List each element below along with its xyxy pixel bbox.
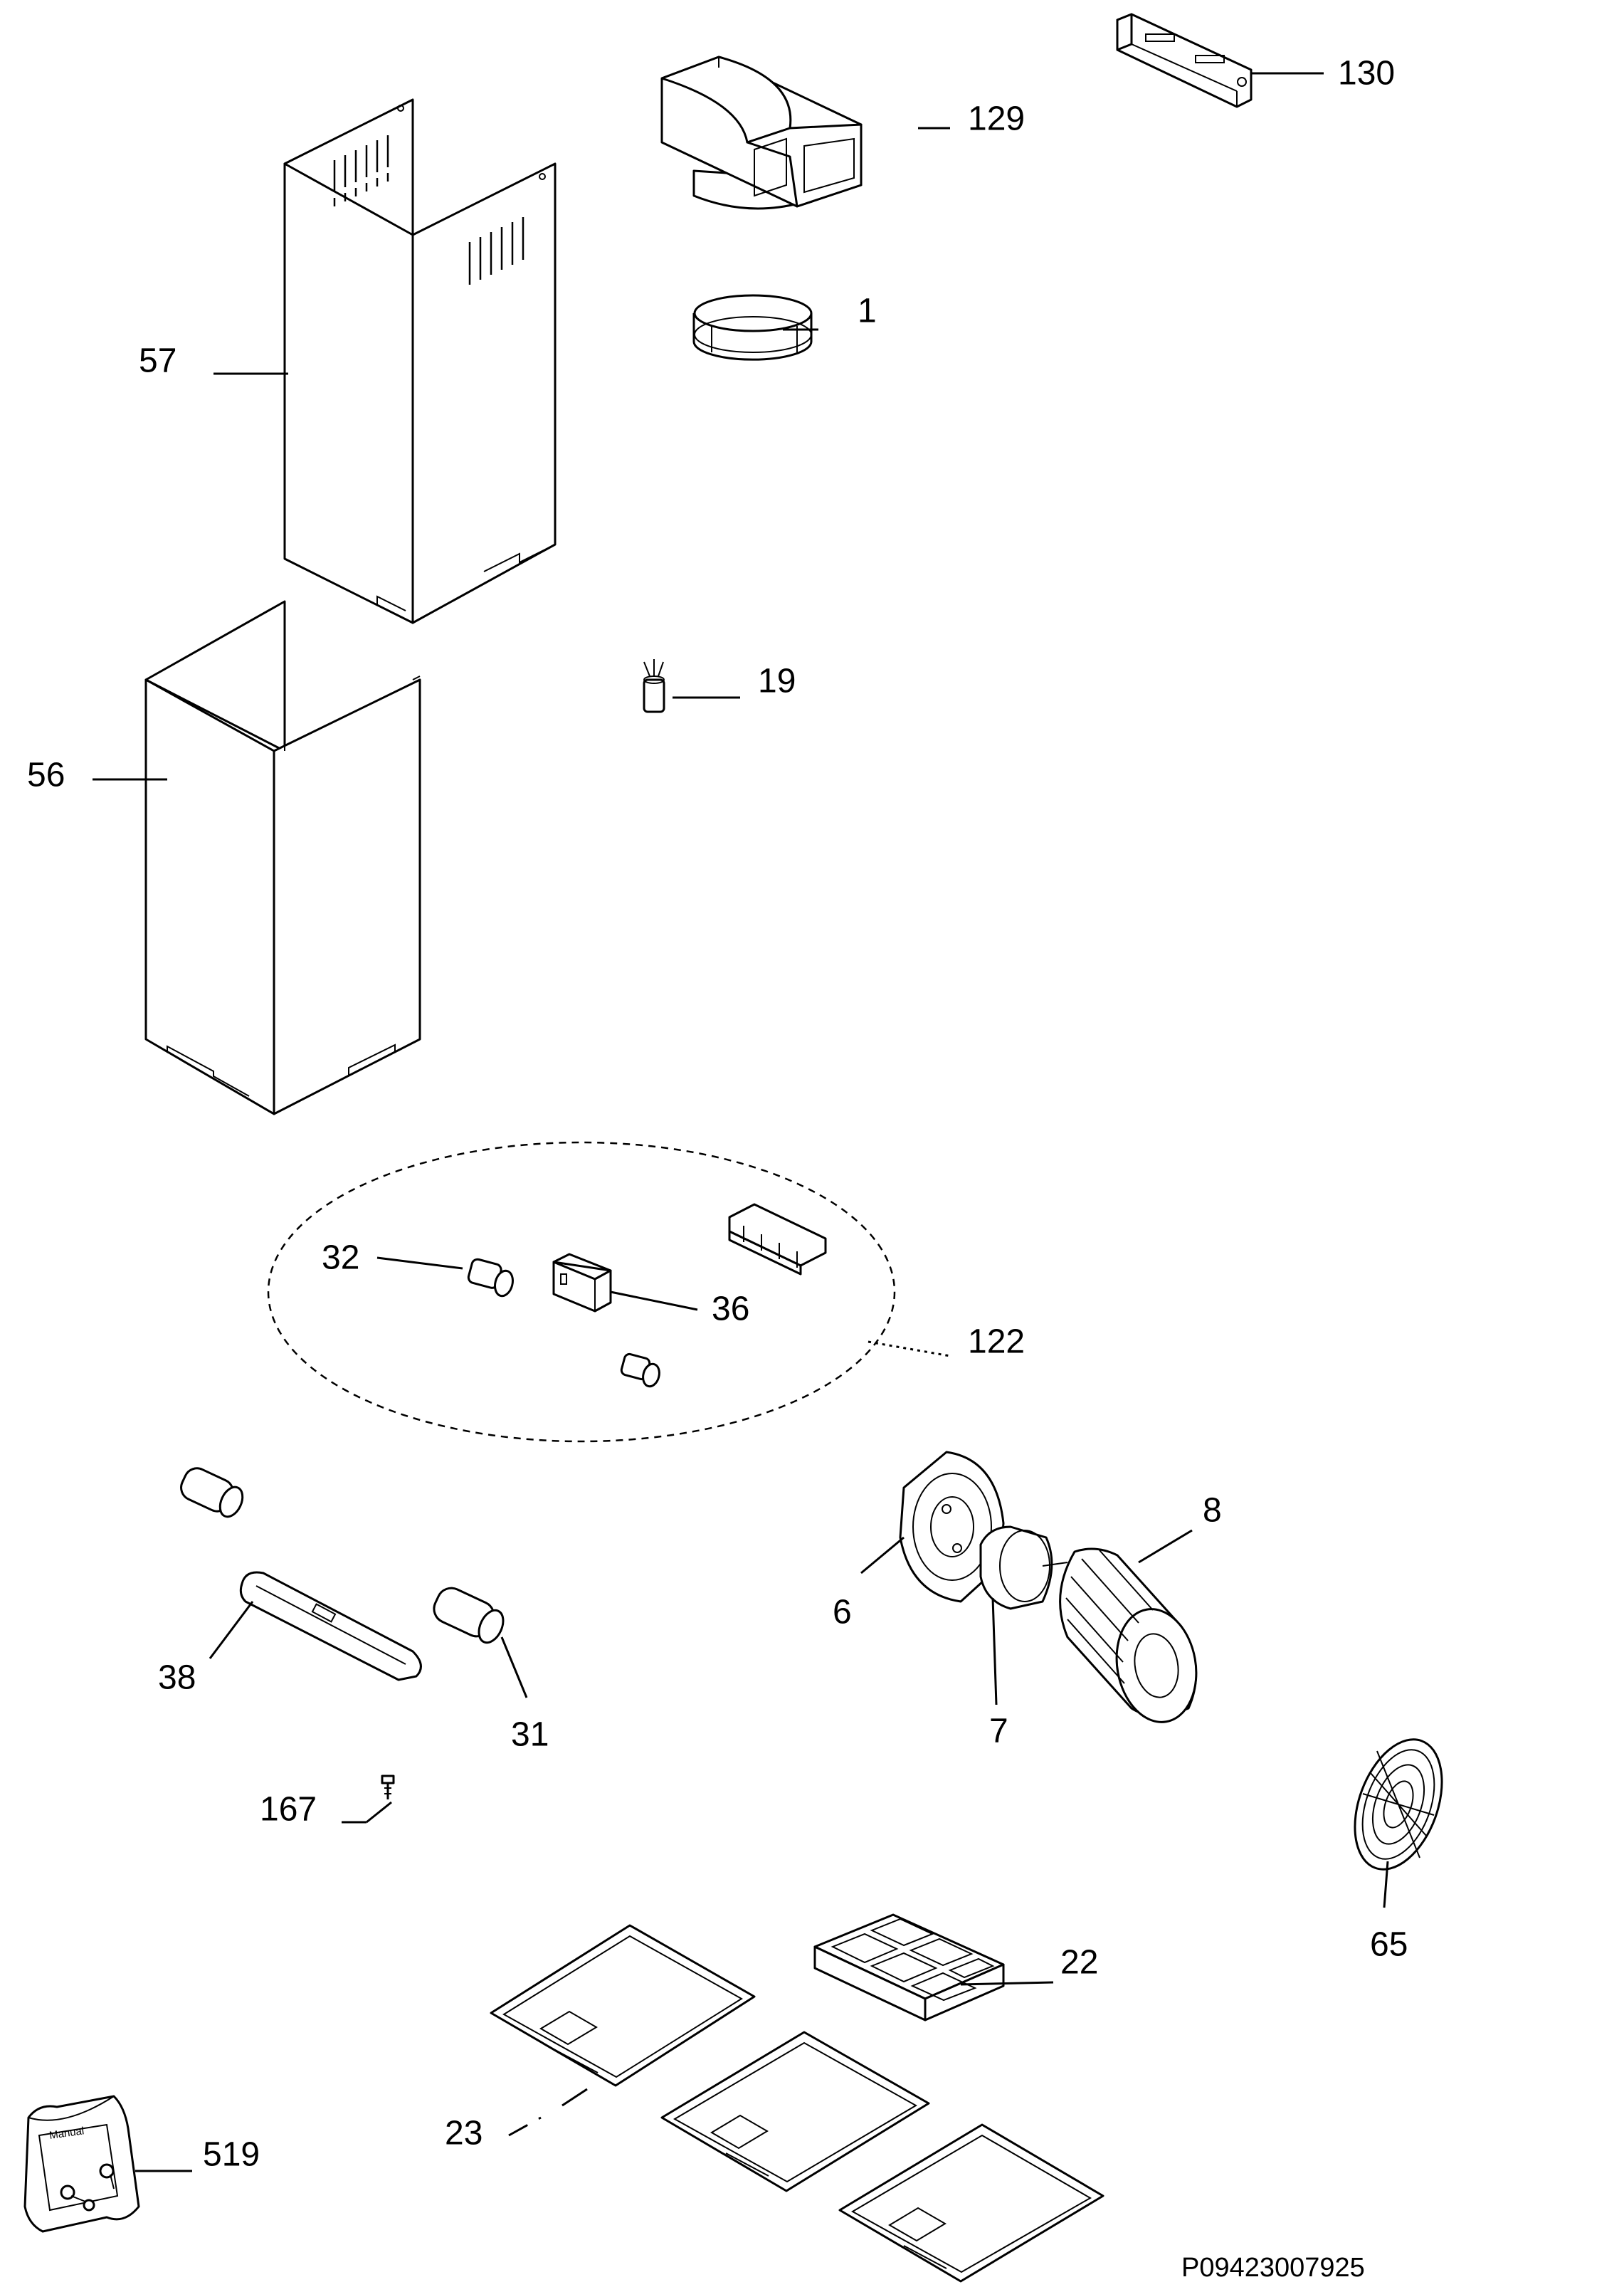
part-number-122: 122 bbox=[968, 1323, 1025, 1361]
fan-impeller-icon bbox=[1059, 1547, 1198, 1723]
light-cover-icon bbox=[239, 1571, 422, 1681]
electrical-kit-icon bbox=[267, 1141, 896, 1443]
motor-plate-icon bbox=[899, 1451, 1005, 1603]
leader-22 bbox=[960, 1981, 1054, 1986]
fan-grille-icon bbox=[1354, 1738, 1443, 1871]
leader-6 bbox=[1138, 1529, 1193, 1564]
switch-box-icon bbox=[552, 1253, 612, 1313]
part-number-8: 6 bbox=[833, 1594, 852, 1631]
part-number-6: 8 bbox=[1203, 1492, 1222, 1530]
manual-bag-icon: Manual bbox=[23, 2095, 140, 2233]
motor-icon bbox=[979, 1525, 1068, 1610]
part-number-7: 7 bbox=[989, 1713, 1008, 1750]
part-number-56: 56 bbox=[27, 757, 65, 794]
part-number-22: 22 bbox=[1060, 1944, 1098, 1982]
leader-32 bbox=[376, 1256, 463, 1270]
lamp-holder-icon bbox=[467, 1258, 514, 1298]
part-number-31: 31 bbox=[511, 1716, 549, 1754]
carbon-filter-icon bbox=[813, 1913, 1005, 2022]
part-number-167: 167 bbox=[260, 1791, 317, 1829]
leader-7 bbox=[991, 1597, 998, 1705]
grease-filter-icon bbox=[490, 1924, 756, 2087]
part-number-57: 57 bbox=[139, 342, 176, 380]
air-diverter-icon bbox=[660, 56, 863, 210]
part-number-519: 519 bbox=[203, 2136, 260, 2174]
part-number-38: 38 bbox=[158, 1659, 196, 1697]
part-number-36: 36 bbox=[712, 1290, 749, 1328]
halogen-lamp-icon bbox=[180, 1467, 244, 1518]
halogen-lamp-icon bbox=[433, 1587, 505, 1644]
part-number-65: 65 bbox=[1370, 1926, 1408, 1964]
leader-23 bbox=[508, 2116, 542, 2137]
leader-65 bbox=[1383, 1861, 1389, 1908]
upper-chimney-icon bbox=[283, 98, 557, 624]
part-number-23: 23 bbox=[445, 2115, 483, 2152]
grease-filter-icon bbox=[660, 2031, 930, 2192]
part-number-1: 1 bbox=[858, 293, 877, 330]
part-number-19: 19 bbox=[758, 663, 796, 700]
capacitor-icon bbox=[643, 659, 665, 713]
lamp-holder-icon bbox=[620, 1352, 660, 1388]
collar-ring-icon bbox=[692, 294, 813, 361]
drawing-code: P09423007925 bbox=[1181, 2253, 1365, 2283]
leader-31 bbox=[500, 1636, 528, 1698]
grease-filter-icon bbox=[838, 2123, 1104, 2283]
mounting-bracket-icon bbox=[1116, 13, 1253, 108]
leader-8 bbox=[860, 1536, 905, 1574]
bag-label: Manual bbox=[48, 2125, 85, 2142]
lower-chimney-icon bbox=[144, 600, 421, 1115]
part-number-130: 130 bbox=[1338, 55, 1395, 93]
leader-122 bbox=[868, 1340, 951, 1357]
leader-36 bbox=[610, 1290, 698, 1311]
part-number-32: 32 bbox=[322, 1239, 359, 1277]
part-number-129: 129 bbox=[968, 100, 1025, 138]
terminal-block-icon bbox=[728, 1203, 827, 1276]
leader-38 bbox=[209, 1601, 254, 1659]
screw-icon bbox=[381, 1775, 395, 1799]
